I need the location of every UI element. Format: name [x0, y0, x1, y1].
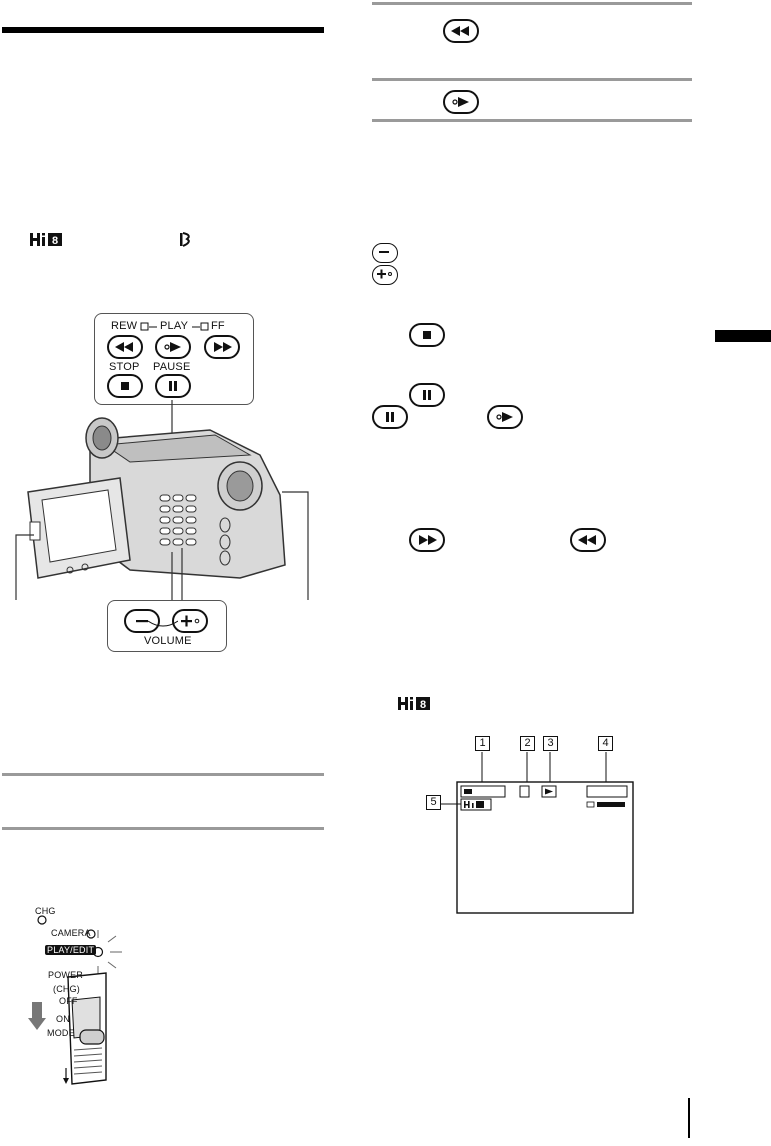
pause-icon	[386, 412, 394, 422]
camcorder-illustration	[15, 400, 309, 600]
step-rule-2	[372, 78, 692, 81]
rew-label: REW	[111, 320, 138, 332]
pause-button	[155, 374, 191, 398]
camera-label: CAMERA	[51, 928, 91, 938]
ff-label: FF	[211, 320, 225, 332]
power-label: POWER	[48, 970, 84, 980]
volume-plus-icon	[181, 615, 200, 627]
rewind-icon	[578, 535, 596, 545]
pause-icon	[169, 381, 177, 391]
stop-label: STOP	[109, 361, 140, 373]
ff-button	[204, 335, 240, 359]
volume-plus-icon	[377, 269, 392, 279]
chg-paren-label: (CHG)	[53, 984, 80, 994]
play-icon	[452, 97, 469, 107]
volume-label: VOLUME	[144, 635, 192, 647]
screen-indicator-diagram	[440, 752, 634, 914]
play-edit-label: PLAY/EDIT	[45, 945, 97, 955]
mode-label: MODE	[47, 1028, 75, 1038]
stop-icon	[121, 382, 129, 390]
play-button-icon-2	[487, 405, 523, 429]
volume-minus-button	[124, 609, 160, 633]
play-label: PLAY	[160, 320, 189, 332]
on-label: ON	[56, 1014, 70, 1024]
step-rule-3	[372, 119, 692, 122]
chg-label: CHG	[35, 906, 56, 916]
hi8-logo: 8	[398, 697, 430, 711]
step-rule-1	[372, 2, 692, 5]
rewind-button-icon-2	[570, 528, 606, 552]
section-heading-bar	[2, 27, 324, 33]
volume-plus-button-icon	[372, 265, 398, 285]
play-icon	[496, 412, 513, 422]
stop-button-icon	[409, 323, 445, 347]
callout-1: 1	[475, 736, 490, 751]
pause-icon	[423, 390, 431, 400]
volume-minus-icon	[136, 620, 148, 623]
volume-minus-icon	[379, 251, 389, 253]
stop-button	[107, 374, 143, 398]
fast-forward-icon	[419, 535, 437, 545]
rew-button	[107, 335, 143, 359]
rewind-icon	[115, 342, 133, 352]
pause-label: PAUSE	[153, 361, 191, 373]
fast-forward-icon	[214, 342, 232, 352]
volume-panel	[107, 600, 227, 652]
stop-icon	[423, 331, 431, 339]
fast-forward-button-icon	[409, 528, 445, 552]
step-top-rule	[2, 773, 324, 776]
hi8-logo: 8	[30, 233, 62, 247]
svg-text:8: 8	[420, 699, 426, 711]
callout-4: 4	[598, 736, 613, 751]
rewind-icon	[451, 26, 469, 36]
play-icon	[164, 342, 181, 352]
power-switch-diagram	[28, 915, 122, 1085]
volume-connector	[148, 620, 178, 627]
volume-plus-button	[172, 609, 208, 633]
chapter-tab	[715, 330, 771, 342]
rewind-button-icon	[443, 19, 479, 43]
off-label: OFF	[59, 996, 78, 1006]
svg-text:8: 8	[52, 235, 58, 247]
volume-minus-button-icon	[372, 243, 398, 263]
callout-2: 2	[520, 736, 535, 751]
controls-panel	[94, 313, 254, 405]
play-button-icon	[443, 90, 479, 114]
step-bottom-rule	[2, 827, 324, 830]
footer-rule	[688, 1098, 690, 1138]
play-button	[155, 335, 191, 359]
data-code-icon	[180, 232, 190, 247]
callout-3: 3	[543, 736, 558, 751]
play-direction-marks	[140, 322, 209, 331]
pause-button-icon-2	[372, 405, 408, 429]
pause-button-icon	[409, 383, 445, 407]
callout-5: 5	[426, 795, 441, 810]
